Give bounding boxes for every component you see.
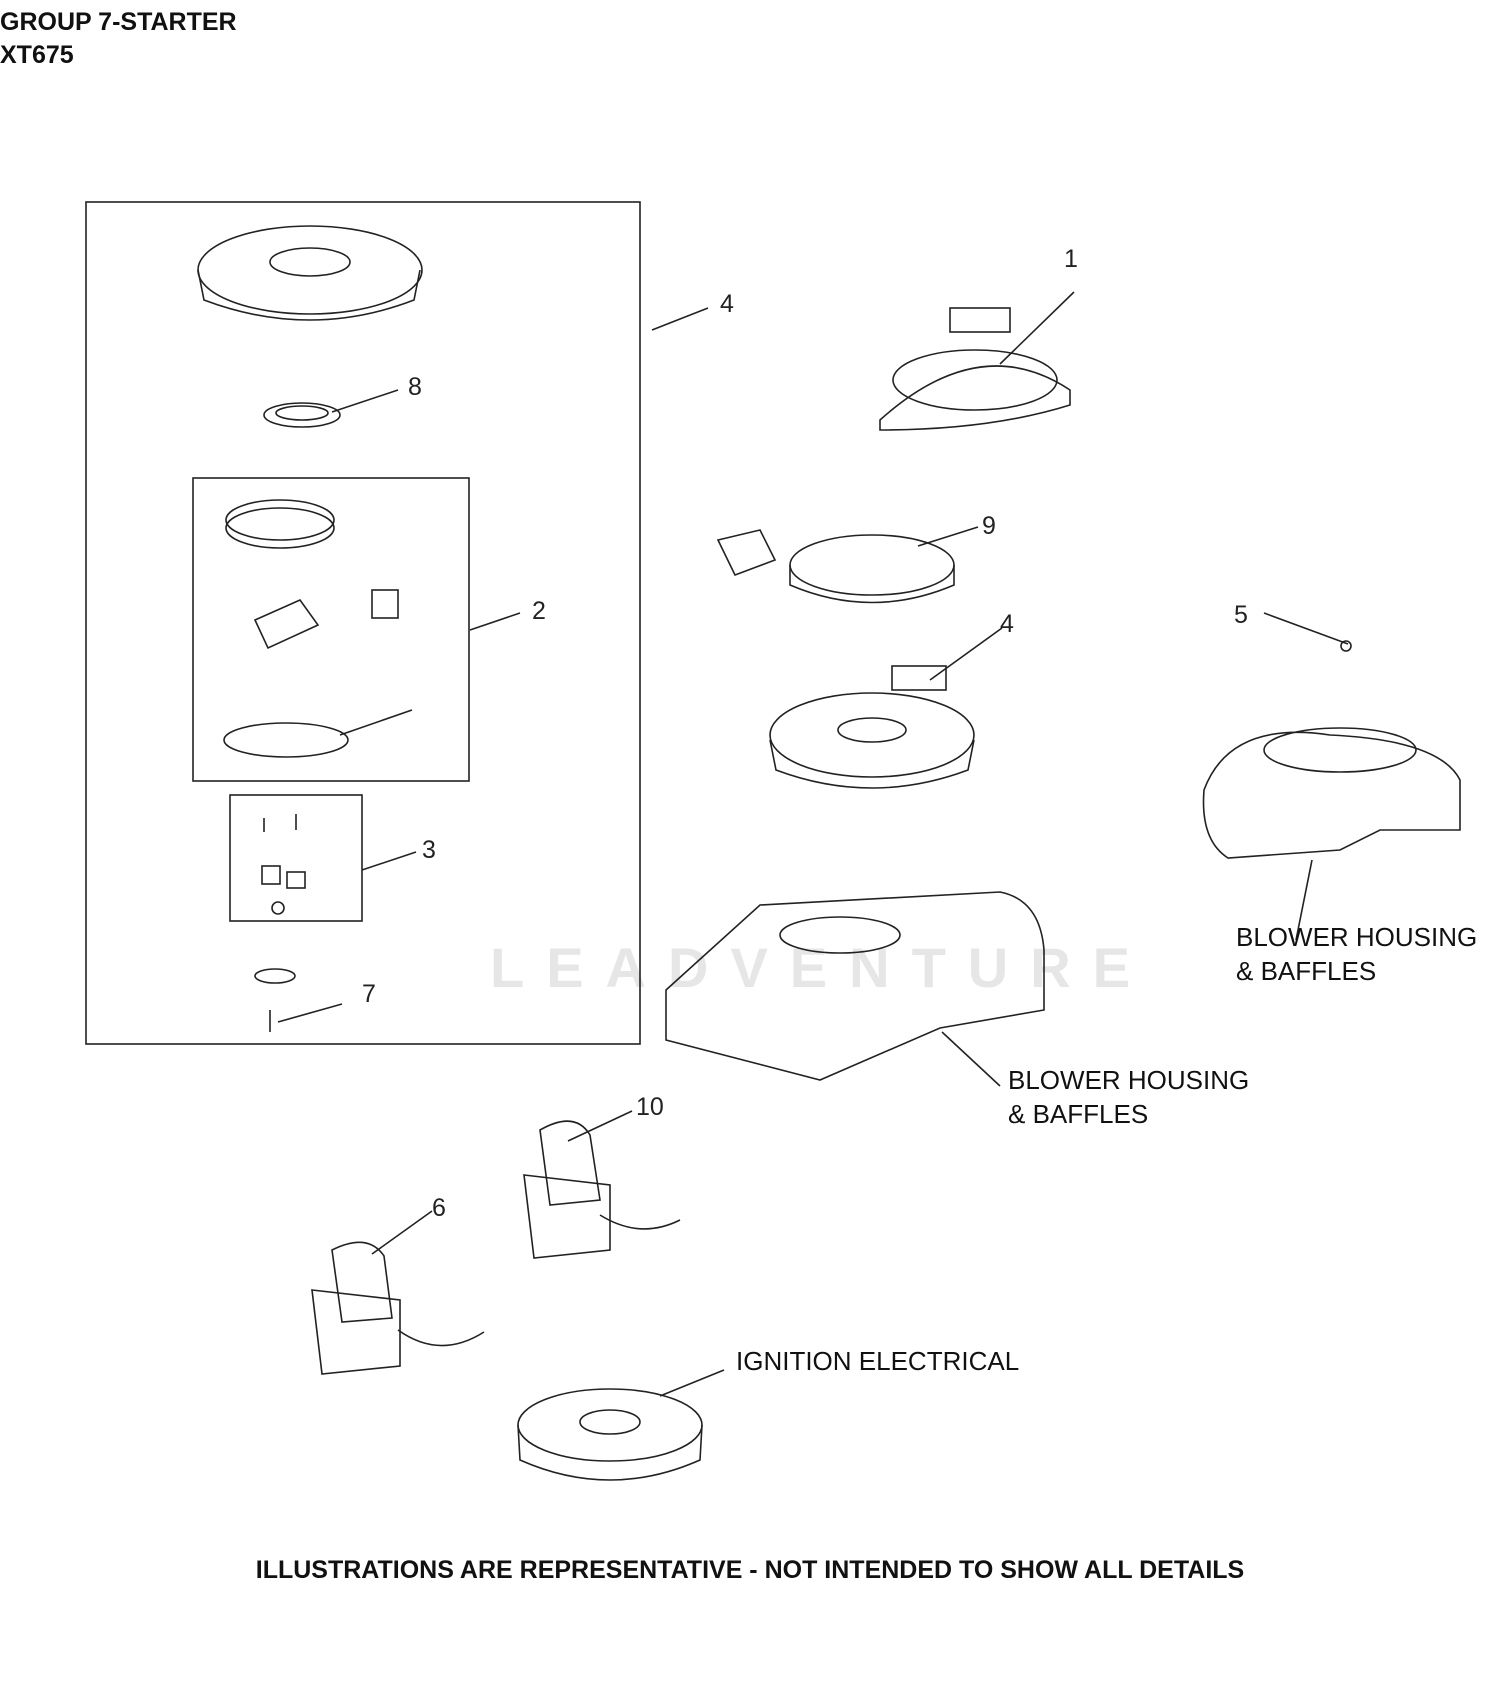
kit-box-2 <box>192 477 470 782</box>
leader-5 <box>1263 612 1349 645</box>
leader-1 <box>999 291 1075 365</box>
recoil-assembly-4-drawing <box>769 665 975 789</box>
leader-2 <box>469 612 521 631</box>
callout-4-kit: 4 <box>720 290 734 318</box>
leader-blower-right <box>1295 859 1313 941</box>
leader-6 <box>371 1210 433 1255</box>
model-title: XT675 <box>0 41 74 69</box>
cup-and-screw-drawing <box>254 968 296 1032</box>
ignition-module-10-drawing <box>523 1120 681 1259</box>
callout-6: 6 <box>432 1194 446 1222</box>
leader-8 <box>331 389 399 413</box>
rope-drawing <box>223 709 413 758</box>
ignition-module-6-drawing <box>311 1241 485 1375</box>
blower-housing-right-drawing <box>1202 727 1461 859</box>
leader-ignition <box>659 1369 725 1397</box>
group-title: GROUP 7-STARTER <box>0 8 237 36</box>
hardware-kit-drawing <box>261 814 306 915</box>
callout-1: 1 <box>1064 245 1078 273</box>
ref-blower-right-line2: & BAFFLES <box>1236 956 1377 986</box>
callout-5: 5 <box>1234 601 1248 629</box>
starter-housing-kit-drawing <box>197 225 423 321</box>
leader-blower-center <box>941 1031 1001 1087</box>
callout-3: 3 <box>422 836 436 864</box>
pulley-drawing <box>225 499 335 549</box>
watermark: LEADVENTURE <box>490 936 1153 999</box>
leader-3 <box>361 851 417 871</box>
leader-4a <box>651 307 709 331</box>
callout-10: 10 <box>636 1093 664 1121</box>
nut-5-drawing <box>1340 640 1352 652</box>
callout-2: 2 <box>532 597 546 625</box>
callout-8: 8 <box>408 373 422 401</box>
callout-7: 7 <box>362 980 376 1008</box>
ref-ignition-electrical: IGNITION ELECTRICAL <box>736 1346 1020 1376</box>
spring-drawing <box>263 402 341 428</box>
recoil-assembly-9-drawing <box>716 529 955 604</box>
leader-10 <box>567 1110 633 1142</box>
callout-9: 9 <box>982 512 996 540</box>
recoil-assembly-1-drawing <box>879 307 1071 431</box>
ref-blower-center-line2: & BAFFLES <box>1008 1099 1149 1129</box>
ref-blower-right-line1: BLOWER HOUSING <box>1236 922 1478 952</box>
leader-7 <box>277 1003 343 1023</box>
leader-4b <box>929 627 1003 681</box>
ref-blower-center-line1: BLOWER HOUSING <box>1008 1065 1250 1095</box>
flywheel-drawing <box>517 1388 703 1481</box>
callout-4-assembly: 4 <box>1000 610 1014 638</box>
pawl-drawing <box>253 589 399 650</box>
kit-box-3 <box>229 794 363 922</box>
blower-housing-center-drawing <box>665 891 1045 1081</box>
disclaimer-footer: ILLUSTRATIONS ARE REPRESENTATIVE - NOT I… <box>255 1556 1245 1584</box>
kit-box-4 <box>85 201 641 1045</box>
